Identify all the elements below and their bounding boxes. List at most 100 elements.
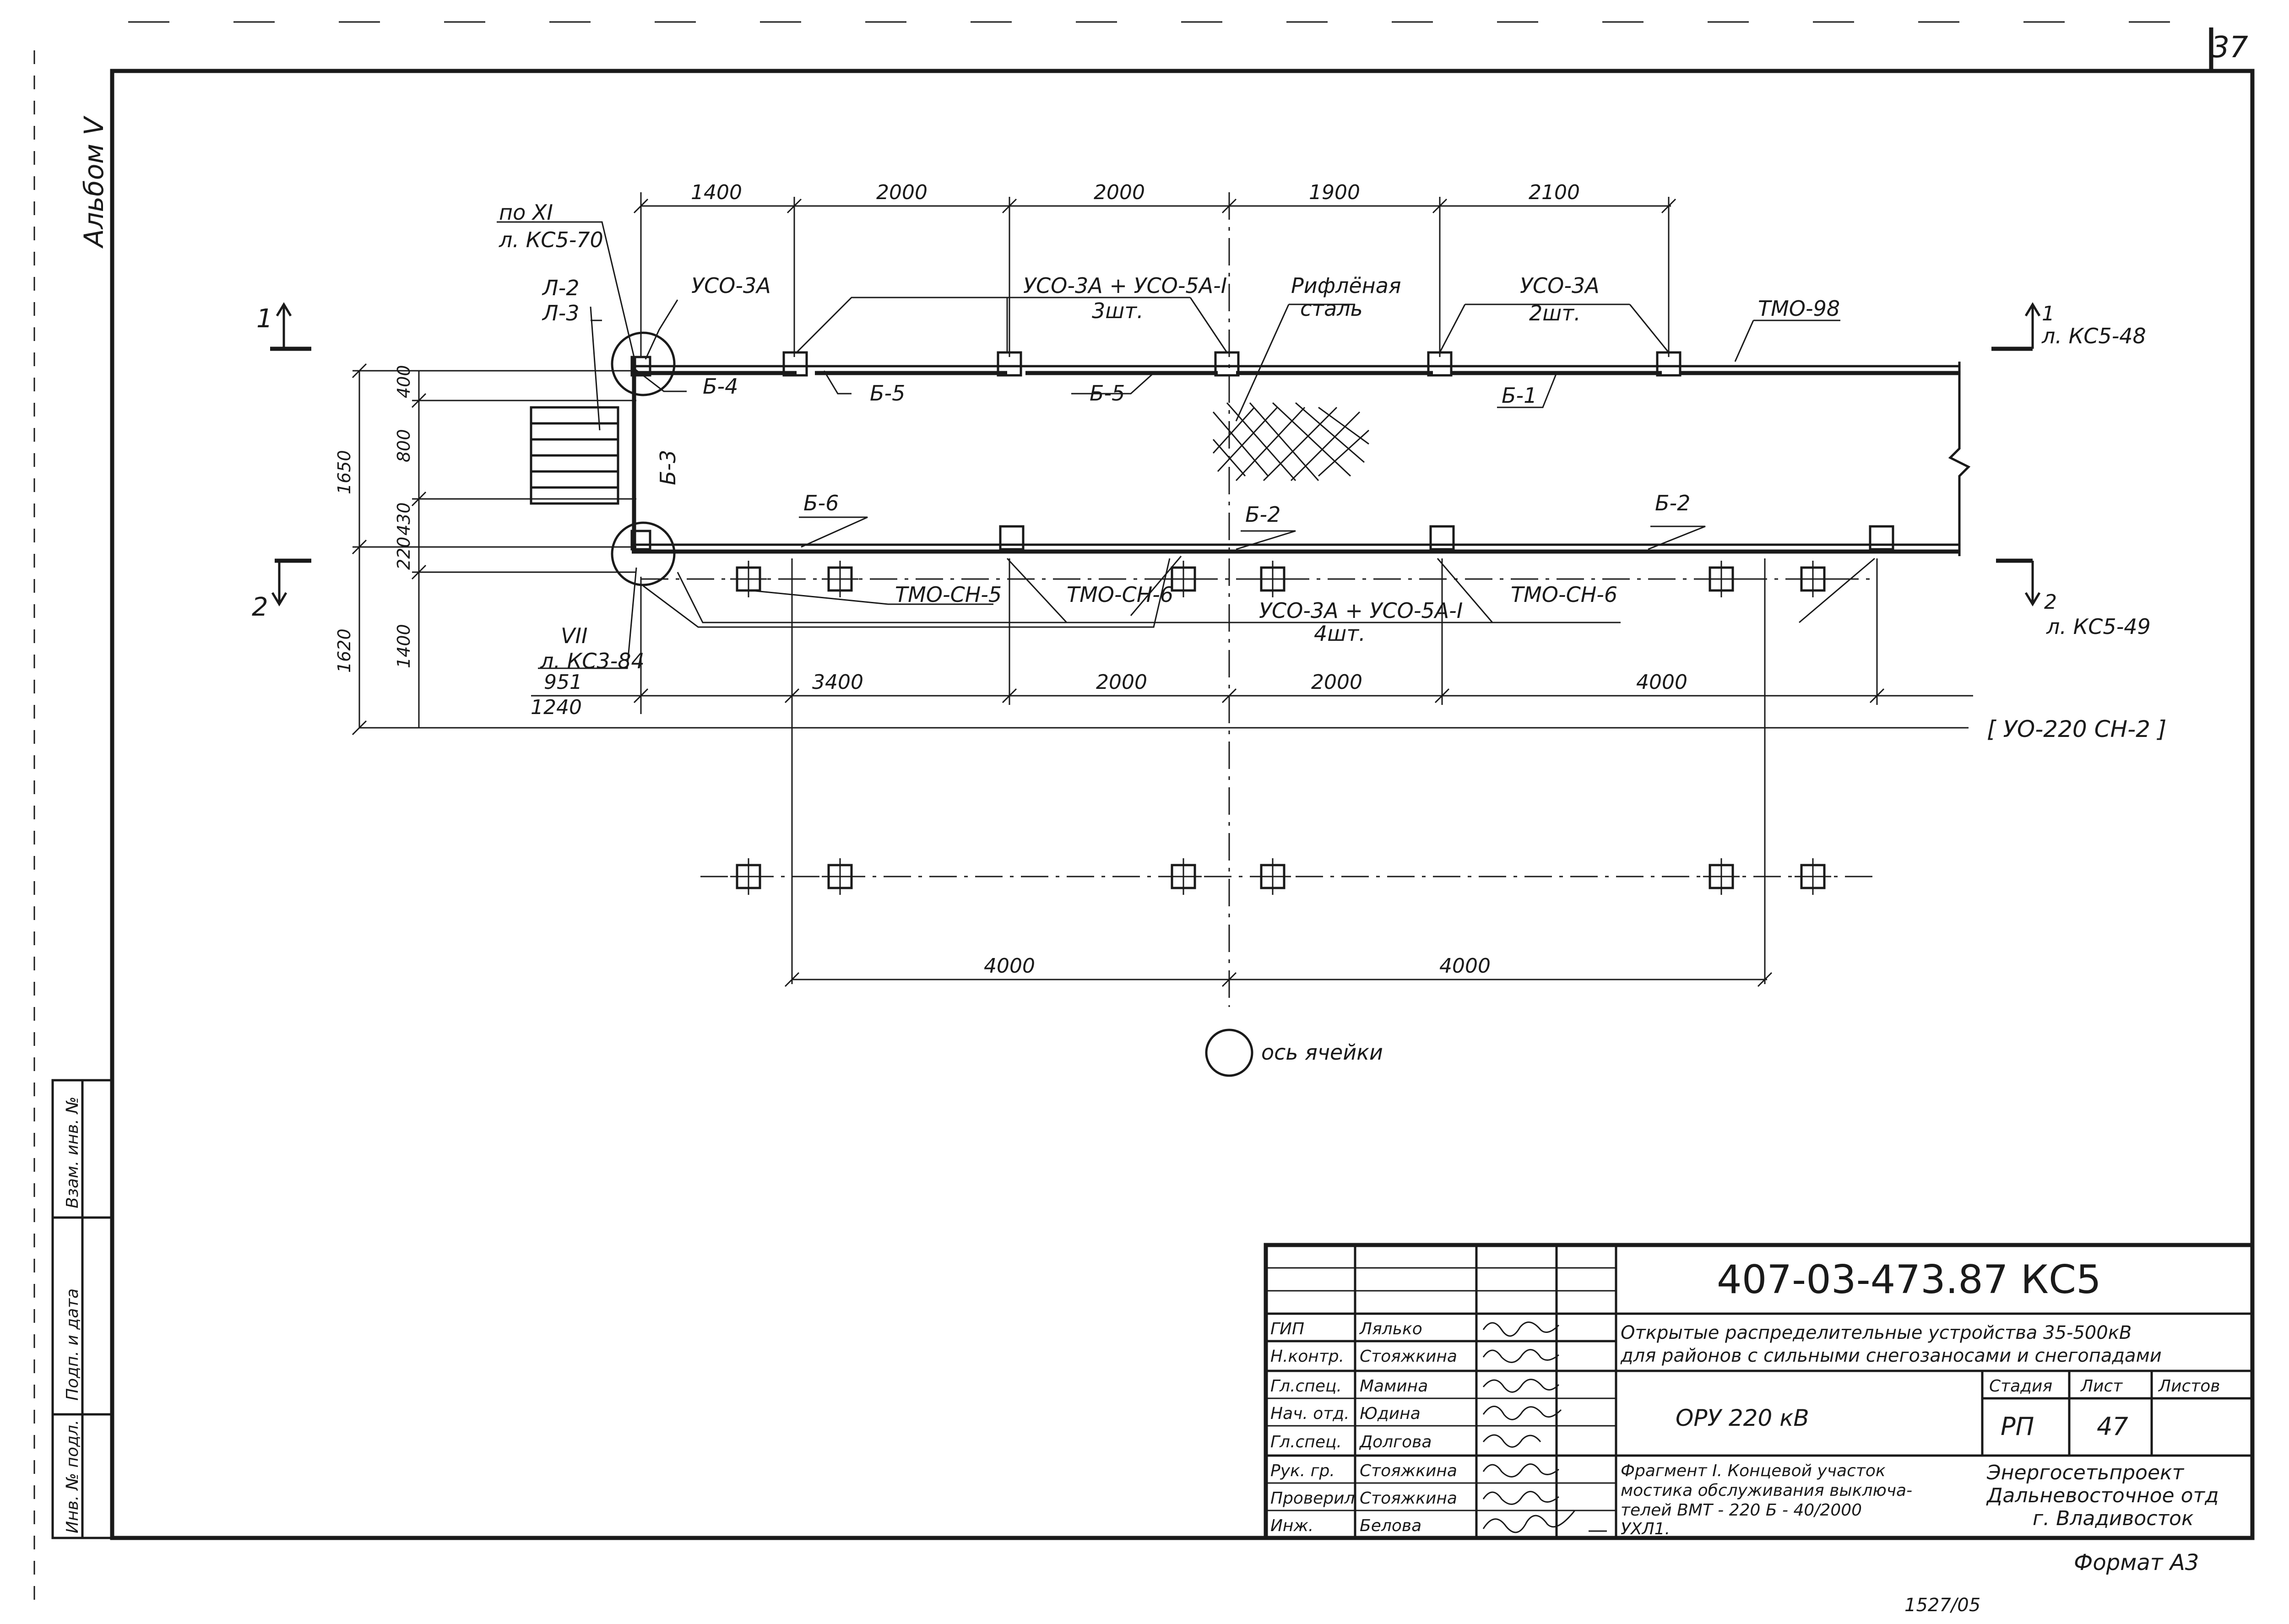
callout-tmo-sn-6b: ТМО-СН-6 [1511,582,1617,607]
bottom-dimension-chain [531,558,1973,984]
sheets-header: Листов [2158,1377,2220,1396]
foundation [1703,858,1740,895]
sheet-desc-3: телей ВМТ - 220 Б - 40/2000 [1621,1501,1862,1520]
foundation [1165,858,1202,895]
label-b2-right: Б-2 [1655,491,1690,515]
project-title-2: для районов с сильными снегозаносами и с… [1620,1345,2162,1366]
callout-tmo-sn-6a: ТМО-СН-6 [1067,582,1173,607]
stage-header: Стадия [1989,1377,2052,1396]
name-engineer: Белова [1360,1516,1421,1535]
top-dimension-chain [633,192,1676,357]
cell-axis-circle [1205,1029,1253,1077]
post [630,530,651,551]
stair-label-2: Л-3 [542,301,579,325]
sheet-number: 47 [2097,1412,2128,1441]
role-nachotd: Нач. отд. [1270,1404,1350,1423]
section-mark-1-right [1991,302,2041,351]
left-dim-800: 800 [394,429,414,462]
top-dim-1: 1400 [691,181,742,204]
cell-axis-label: ось ячейки [1261,1040,1383,1065]
callout-uso-3a-right: УСО-3А [1520,273,1600,298]
sheet-desc-1: Фрагмент I. Концевой участок [1621,1462,1886,1480]
role-checked: Проверил [1270,1489,1355,1508]
ref-bottom-left-2: л. КС3-84 [540,649,645,673]
format-label: Формат А3 [2074,1550,2199,1575]
left-dim-1400: 1400 [394,624,414,668]
label-b2-mid: Б-2 [1245,502,1280,527]
foundation [1795,858,1831,895]
label-b4: Б-4 [703,374,738,399]
foundation [730,858,767,895]
post [1429,525,1455,551]
top-dim-3: 2000 [1094,181,1145,204]
left-dim-430: 430 [394,502,414,536]
callout-uso-combo-bottom-qty: 4шт. [1314,621,1366,646]
album-label: Альбом V [78,115,109,249]
section-mark-1-left [270,302,311,351]
lower-dim-1: 4000 [984,954,1035,978]
sheet-desc-4: УХЛ1. [1621,1520,1670,1538]
callout-uso-combo-top-qty: 3шт. [1092,298,1144,323]
label-b5-left: Б-5 [870,381,905,406]
org-3: г. Владивосток [2033,1507,2194,1530]
foundation [730,561,767,597]
callout-uso-3a: УСО-3А [691,273,771,298]
bottom-dim-2: 2000 [1096,671,1147,694]
sheet-header: Лист [2080,1377,2123,1396]
ribbed-steel-hatch [1212,402,1370,482]
label-b5-right: Б-5 [1090,381,1125,406]
role-ncontr: Н.контр. [1270,1347,1344,1366]
name-gip: Лялько [1359,1320,1422,1338]
break-line [1948,362,1971,556]
side-stamp-inv: Инв. № подл. [63,1420,82,1533]
corner-box [2209,27,2252,73]
top-dim-4: 1900 [1309,181,1360,204]
top-dim-5: 2100 [1529,181,1580,204]
top-dim-2: 2000 [876,181,928,204]
offset-dim-951: 951 [544,671,582,694]
callout-uso-combo-top: УСО-3А + УСО-5А-I [1023,273,1227,298]
section-2-left-label: 2 [252,592,268,622]
left-dim-1620: 1620 [334,628,354,673]
stair [530,306,619,505]
left-dim-400: 400 [394,365,414,398]
signatures [1482,1321,1607,1533]
ref-top-left-1: по XI [499,200,553,225]
callout-tmo-sn-5: ТМО-СН-5 [895,582,1002,607]
doc-code: 407-03-473.87 КС5 [1717,1257,2101,1303]
name-glspec-2: Долгова [1359,1433,1432,1451]
label-b1: Б-1 [1502,383,1537,408]
post [782,351,808,377]
foundation [1165,561,1202,597]
corner-sheet-number: 37 [2211,31,2248,65]
offset-dim-1240: 1240 [531,696,582,719]
project-title-1: Открытые распределительные устройства 35… [1621,1322,2132,1343]
callout-uo-220: [ УО-220 СН-2 ] [1987,716,2166,742]
section-1-ref: л. КС5-48 [2041,324,2146,348]
lower-dimension-chain [784,972,1773,987]
callout-tmo-98: ТМО-98 [1758,296,1840,321]
role-engineer: Инж. [1270,1516,1313,1535]
stair-label-1: Л-2 [542,276,579,300]
name-checked: Стояжкина [1360,1489,1457,1508]
foundation [1254,561,1291,597]
label-b6: Б-6 [803,491,839,515]
section-1-right-label: 1 [2042,302,2055,325]
section-2-ref: л. КС5-49 [2046,614,2151,639]
name-nachotd: Юдина [1360,1404,1421,1423]
name-rukgr: Стояжкина [1360,1462,1457,1480]
detail-circle-bottom [611,521,676,586]
foundation [1254,858,1291,895]
post [999,525,1025,551]
section-mark-2-left [271,558,311,606]
detail-circle-top [611,331,676,396]
org-1: Энергосетьпроект [1986,1461,2185,1484]
name-ncontr: Стояжкина [1360,1347,1457,1366]
object-name: ОРУ 220 кВ [1676,1405,1809,1431]
callout-uso-combo-bottom: УСО-3А + УСО-5А-I [1259,598,1463,623]
role-gip: ГИП [1270,1320,1304,1338]
ref-bottom-left-1: VII [561,623,588,648]
section-2-right-label: 2 [2044,590,2057,614]
callout-ribbed-steel-2: сталь [1300,296,1363,321]
